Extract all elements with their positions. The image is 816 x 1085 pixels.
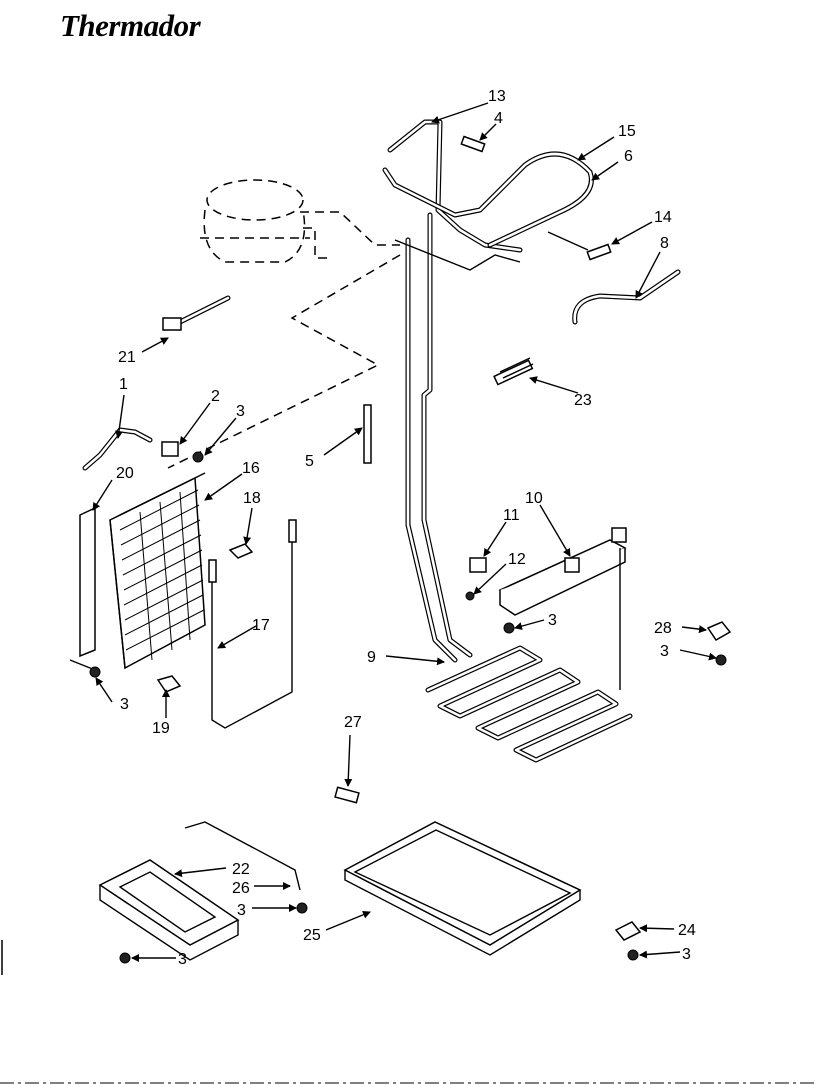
leader-lines bbox=[92, 102, 717, 962]
upper-tubing-loops bbox=[382, 119, 594, 271]
clip-19 bbox=[156, 675, 182, 693]
callout-23: 23 bbox=[574, 392, 592, 409]
screw-3e bbox=[119, 952, 131, 964]
callout-4: 4 bbox=[494, 110, 503, 127]
callout-25: 25 bbox=[303, 927, 321, 944]
callout-16: 16 bbox=[242, 460, 260, 477]
clip-11 bbox=[469, 557, 487, 573]
callout-13: 13 bbox=[488, 88, 506, 105]
callout-6: 6 bbox=[624, 148, 633, 165]
callout-1: 1 bbox=[119, 376, 128, 393]
strap-21 bbox=[162, 295, 231, 331]
callout-3c: 3 bbox=[548, 612, 557, 629]
tube-17 bbox=[211, 520, 293, 729]
wire-26 bbox=[184, 821, 301, 891]
callout-9: 9 bbox=[367, 649, 376, 666]
callout-12: 12 bbox=[508, 551, 526, 568]
callout-3d: 3 bbox=[660, 643, 669, 660]
trough-22 bbox=[98, 859, 240, 961]
part-27 bbox=[334, 786, 360, 804]
condenser-16 bbox=[109, 472, 206, 670]
brand-logo: Thermador bbox=[60, 8, 201, 43]
bracket-23 bbox=[493, 357, 534, 386]
callout-3f: 3 bbox=[237, 902, 246, 919]
defrost-heater-9 bbox=[425, 645, 633, 763]
clip-18 bbox=[228, 543, 254, 559]
callout-26: 26 bbox=[232, 880, 250, 897]
drip-tray-25 bbox=[343, 821, 582, 956]
screw-3b bbox=[89, 666, 101, 678]
rod-5 bbox=[363, 404, 372, 464]
callout-19: 19 bbox=[152, 720, 170, 737]
bracket-20 bbox=[79, 506, 96, 658]
callout-11: 11 bbox=[503, 507, 520, 524]
callout-8: 8 bbox=[660, 235, 669, 252]
screw-3c bbox=[503, 622, 515, 634]
callout-3e: 3 bbox=[178, 951, 187, 968]
screw-3g bbox=[627, 949, 639, 961]
callout-14: 14 bbox=[654, 209, 672, 226]
clip-28 bbox=[706, 621, 732, 641]
screw-3 bbox=[192, 451, 204, 463]
callout-18: 18 bbox=[243, 490, 261, 507]
compressor-outline bbox=[200, 179, 400, 263]
screw-12 bbox=[465, 591, 475, 601]
callout-10: 10 bbox=[525, 490, 543, 507]
callout-5: 5 bbox=[305, 453, 314, 470]
callout-3b: 3 bbox=[120, 696, 129, 713]
callout-20: 20 bbox=[116, 465, 134, 482]
callout-17: 17 bbox=[252, 617, 270, 634]
clip-2 bbox=[161, 441, 179, 457]
callout-21: 21 bbox=[118, 349, 136, 366]
screw-3d bbox=[715, 654, 727, 666]
callout-2: 2 bbox=[211, 388, 220, 405]
callout-15: 15 bbox=[618, 123, 636, 140]
condenser-tubing bbox=[405, 212, 473, 663]
callout-3a: 3 bbox=[236, 403, 245, 420]
screw-3f bbox=[296, 902, 308, 914]
callout-22: 22 bbox=[232, 861, 250, 878]
bracket-10 bbox=[498, 527, 627, 616]
connection-line bbox=[167, 254, 401, 469]
callout-27: 27 bbox=[344, 714, 362, 731]
pin-4 bbox=[460, 135, 486, 153]
pin-14 bbox=[586, 243, 612, 261]
callout-labels: 13 4 15 6 14 8 21 23 1 2 3 5 20 16 18 17… bbox=[116, 88, 696, 968]
callout-3g: 3 bbox=[682, 946, 691, 963]
callout-24: 24 bbox=[678, 922, 696, 939]
callout-28: 28 bbox=[654, 620, 672, 637]
clip-24 bbox=[614, 921, 642, 941]
